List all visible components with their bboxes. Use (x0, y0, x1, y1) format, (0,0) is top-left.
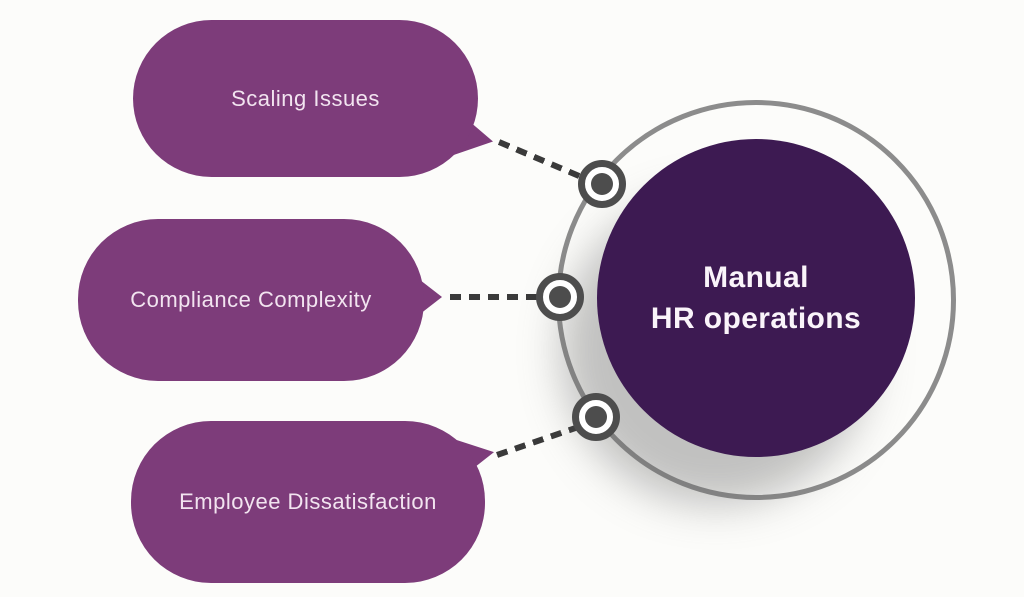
bubble-label-employee-dissatisfaction: Employee Dissatisfaction (179, 489, 437, 514)
connector-node-top-core (591, 173, 613, 195)
connector-node-middle (536, 273, 584, 321)
dashed-connector-bottom (496, 424, 578, 458)
dashed-connector-middle (450, 294, 540, 300)
connector-node-top (578, 160, 626, 208)
center-title-line1: Manual (703, 260, 809, 294)
center-title: Manual HR operations (651, 257, 861, 340)
dashed-connector-top (497, 139, 582, 180)
bubble-employee-dissatisfaction: Employee Dissatisfaction (131, 421, 485, 583)
bubble-label-scaling-issues: Scaling Issues (231, 85, 380, 111)
bubble-compliance-complexity: Compliance Complexity (78, 219, 424, 381)
connector-node-middle-core (549, 286, 571, 308)
connector-node-bottom (572, 393, 620, 441)
connector-node-bottom-core (585, 406, 607, 428)
bubble-label-compliance-complexity: Compliance Complexity (130, 287, 372, 312)
center-circle: Manual HR operations (597, 139, 915, 457)
bubble-scaling-issues: Scaling Issues (133, 20, 478, 177)
center-title-line2: HR operations (650, 302, 862, 335)
